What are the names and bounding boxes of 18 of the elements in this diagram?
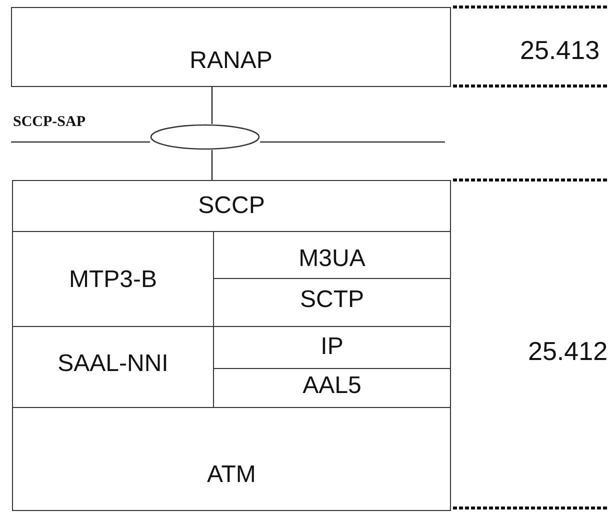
layer-name: SCCP xyxy=(197,193,266,219)
layer-name: IP xyxy=(320,334,344,360)
layer-name: SAAL-NNI xyxy=(56,351,170,377)
sap-label: SCCP-SAP xyxy=(13,114,86,131)
layer-name: ATM xyxy=(206,462,257,488)
protocol-layer-box xyxy=(12,180,451,232)
sap-ellipse xyxy=(150,124,260,150)
spec-number: 25.412 xyxy=(528,336,608,367)
layer-name: MTP3-B xyxy=(68,267,158,293)
layer-name: RANAP xyxy=(188,48,274,74)
spec-number: 25.413 xyxy=(520,35,600,66)
layer-name: AAL5 xyxy=(302,373,362,399)
layer-name: M3UA xyxy=(298,246,366,272)
protocol-layer-box xyxy=(11,7,451,87)
layer-name: SCTP xyxy=(298,287,365,313)
connector-line xyxy=(211,150,213,180)
connector-line xyxy=(211,87,213,124)
protocol-layer-box xyxy=(12,407,451,511)
